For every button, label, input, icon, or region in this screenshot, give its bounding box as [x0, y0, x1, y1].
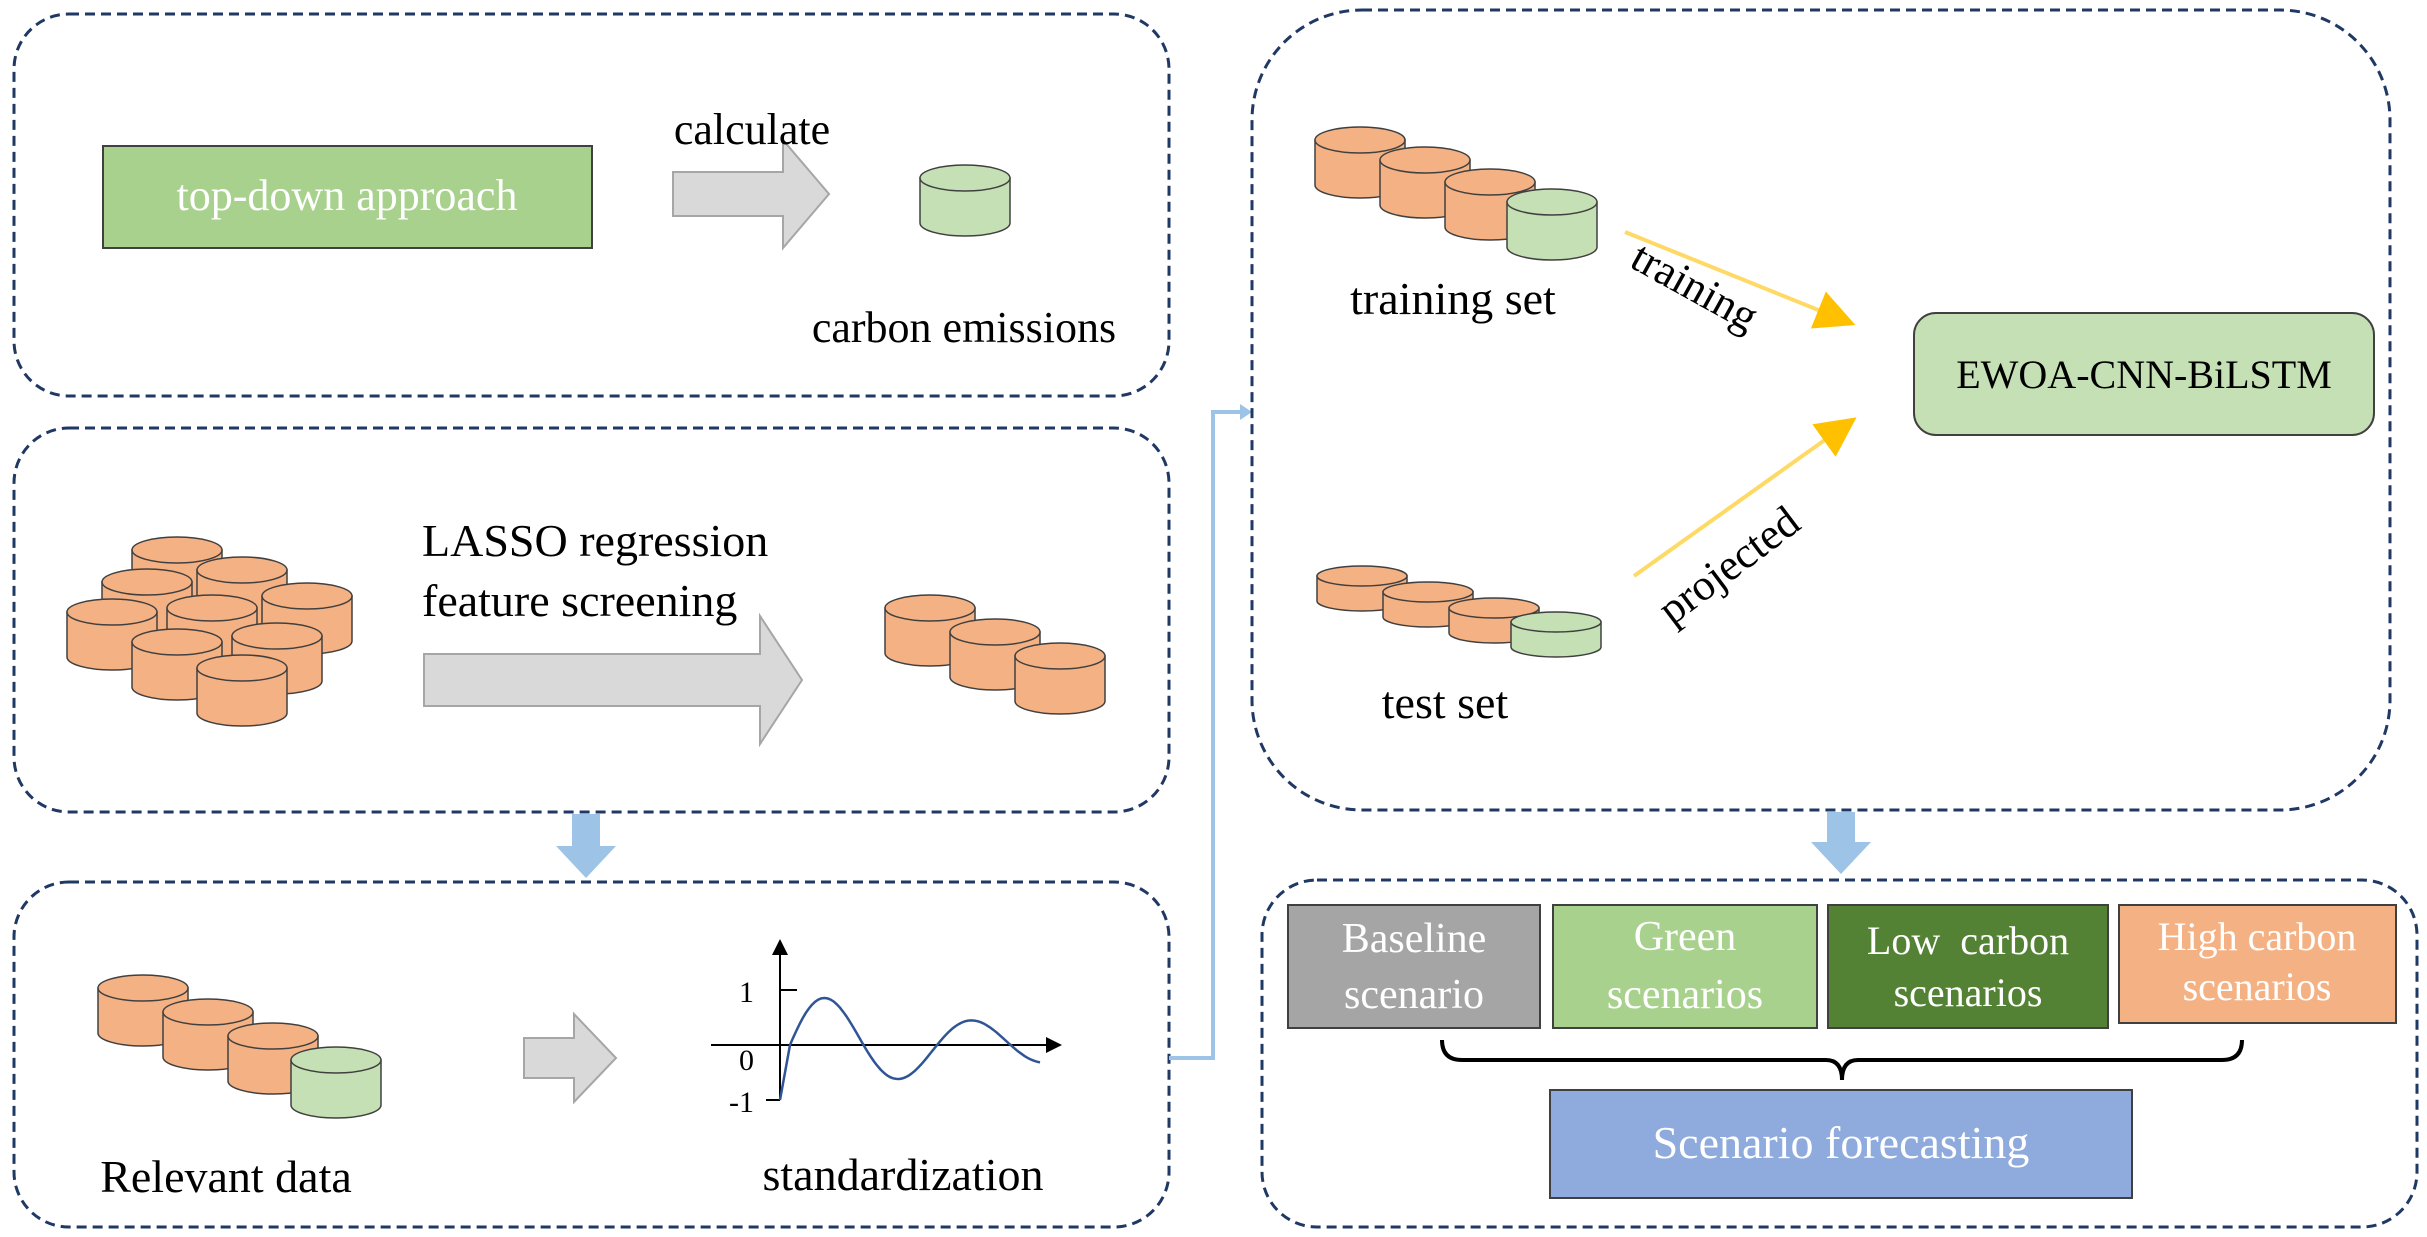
tick-label-1: 1	[739, 976, 754, 1009]
tick-label-0: 0	[739, 1044, 754, 1077]
scenario-box-high-carbon	[2118, 904, 2397, 1024]
scenario-high-line1: High carbon	[2158, 914, 2357, 959]
top-down-panel	[12, 12, 1171, 398]
connector-arrowhead-icon	[1240, 404, 1252, 420]
training-arrow	[1624, 230, 1856, 329]
scenario-baseline-line2: scenario	[1344, 972, 1484, 1018]
down-arrow-left-icon	[556, 814, 616, 878]
scenario-forecasting-label: Scenario forecasting	[1653, 1117, 2030, 1168]
calculate-label: calculate	[674, 105, 830, 154]
standardization-plot: 1 0 -1	[711, 939, 1062, 1119]
scenario-box-green	[1552, 904, 1818, 1029]
standardization-panel	[12, 880, 1171, 1229]
scenario-box-low-carbon	[1827, 904, 2109, 1029]
projected-arrow	[1632, 417, 1857, 578]
connector-line	[1169, 410, 1247, 1060]
model-box	[1913, 312, 2375, 436]
standardized-wave-line	[778, 996, 1041, 1101]
scenario-green-line2: scenarios	[1607, 972, 1763, 1018]
model-panel	[1250, 8, 2392, 812]
scenario-low-line2: scenarios	[1894, 970, 2043, 1015]
lasso-panel	[12, 426, 1171, 814]
projected-arrow-label: projected	[1649, 496, 1809, 634]
relevant-data-label: Relevant data	[100, 1151, 352, 1202]
scenario-green-line1: Green	[1634, 914, 1737, 960]
training-set-label: training set	[1350, 273, 1556, 324]
tick-label-neg1: -1	[729, 1086, 754, 1119]
training-set-icon	[1314, 126, 1598, 261]
scenario-box-baseline	[1287, 904, 1541, 1029]
selected-features-icon	[884, 594, 1106, 715]
lasso-line2: feature screening	[422, 575, 737, 626]
model-label: EWOA-CNN-BiLSTM	[1956, 352, 2332, 397]
test-set-label: test set	[1382, 677, 1509, 728]
calculate-arrow	[672, 137, 831, 251]
relevant-data-icon	[97, 974, 382, 1119]
carbon-emissions-label: carbon emissions	[812, 303, 1116, 352]
scenario-baseline-line1: Baseline	[1342, 916, 1487, 962]
lasso-line1: LASSO regression	[422, 515, 768, 566]
test-set-icon	[1316, 565, 1602, 658]
scenario-panel	[1260, 878, 2419, 1229]
top-down-approach-box	[102, 145, 593, 249]
screening-arrow	[423, 612, 804, 748]
training-arrow-label: training	[1623, 232, 1766, 341]
scenario-brace	[1440, 1039, 2244, 1081]
raw-data-cluster-icon	[66, 536, 353, 727]
down-arrow-right-icon	[1811, 812, 1871, 874]
top-down-approach-label: top-down approach	[177, 171, 518, 220]
scenario-forecasting-box	[1549, 1089, 2133, 1199]
scenario-high-line2: scenarios	[2183, 964, 2332, 1009]
carbon-emissions-db-icon	[919, 164, 1011, 237]
scenario-low-line1: Low carbon	[1867, 918, 2069, 963]
standardization-label: standardization	[762, 1149, 1043, 1200]
standardize-arrow	[523, 1011, 618, 1105]
